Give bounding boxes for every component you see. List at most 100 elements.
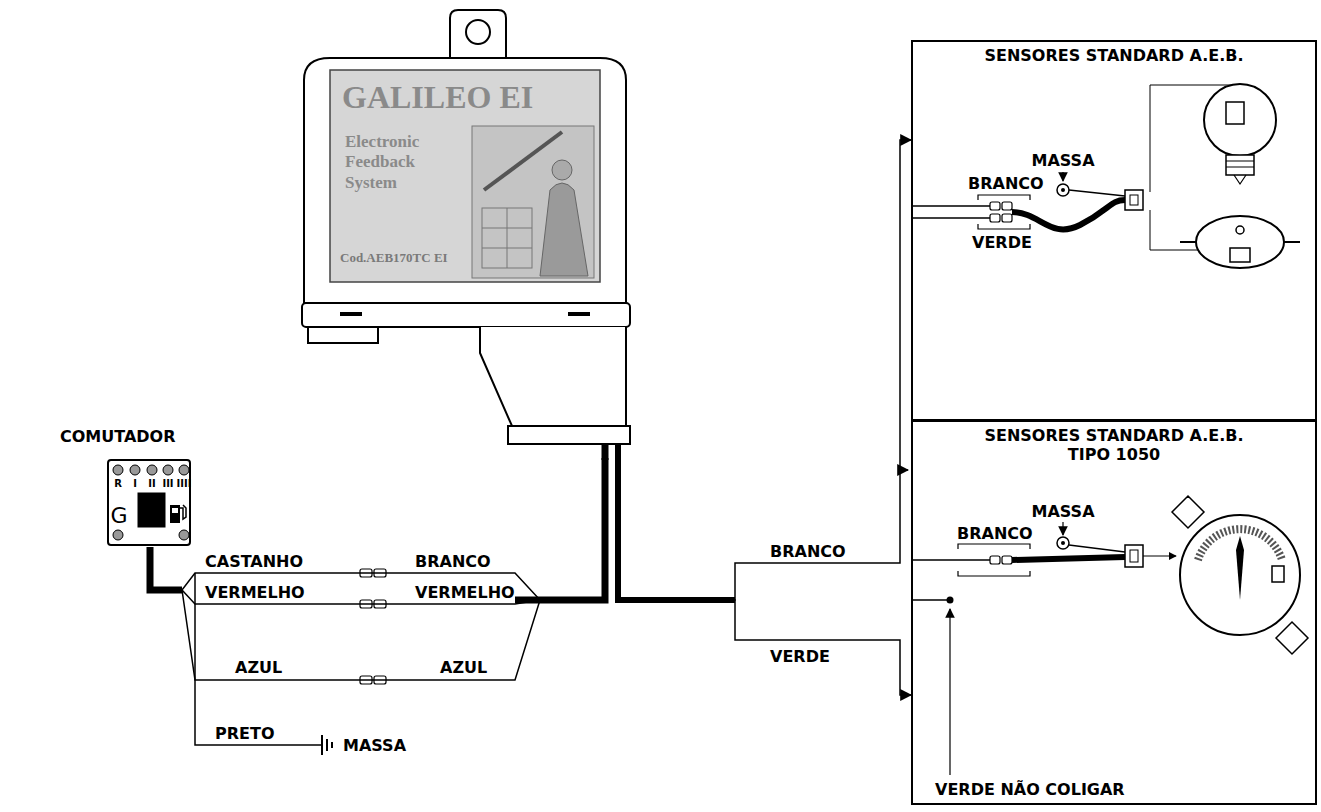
wire-color: VERMELHO bbox=[205, 584, 305, 602]
sensor-wire bbox=[912, 599, 947, 601]
wire-connector bbox=[990, 556, 1000, 564]
ground-label: MASSA bbox=[1031, 503, 1094, 521]
wire bbox=[618, 140, 911, 600]
wire-connector bbox=[990, 214, 1000, 222]
wire-color: VERDE bbox=[972, 234, 1032, 252]
leader-line bbox=[1062, 522, 1063, 535]
sensor-art bbox=[912, 84, 1300, 268]
wire bbox=[618, 460, 911, 695]
led bbox=[147, 465, 157, 475]
leader-line bbox=[949, 609, 950, 775]
arrow-line bbox=[900, 469, 908, 471]
wire-color: BRANCO bbox=[770, 543, 846, 561]
galileo-picture bbox=[482, 208, 532, 268]
sensor-panel: SENSORES STANDARD A.E.B. TIPO 1050 bbox=[911, 420, 1317, 805]
wire-color: PRETO bbox=[215, 725, 275, 743]
panel-title: SENSORES STANDARD A.E.B. bbox=[944, 46, 1284, 65]
sensor-wire bbox=[912, 559, 990, 561]
ground-ring bbox=[1061, 188, 1065, 192]
ecu-cable bbox=[615, 444, 621, 460]
galileo-picture bbox=[552, 160, 572, 180]
sensor-plug bbox=[1125, 190, 1143, 210]
ecu-slot bbox=[568, 312, 590, 316]
wire-end bbox=[947, 597, 954, 604]
ecu-unit: GALILEO EI Electronic Feedback SystemCod.… bbox=[300, 8, 632, 460]
level-gauge bbox=[1226, 102, 1244, 124]
galileo-picture bbox=[482, 208, 532, 268]
sensor-wire bbox=[912, 206, 990, 218]
ecu-slot bbox=[340, 312, 362, 316]
wire-connector bbox=[1002, 556, 1012, 564]
led bbox=[163, 465, 173, 475]
wire-connector bbox=[990, 202, 1012, 222]
dial-needle bbox=[1236, 536, 1244, 600]
galileo-picture bbox=[472, 126, 594, 278]
wire-connector bbox=[1002, 214, 1012, 222]
mount-tab bbox=[450, 10, 506, 62]
gauge-base bbox=[1226, 155, 1254, 175]
led bbox=[179, 465, 189, 475]
wire-color: AZUL bbox=[440, 659, 487, 677]
wire-color: BRANCO bbox=[415, 553, 491, 571]
wire-connector bbox=[360, 569, 386, 684]
ground-ring bbox=[1057, 184, 1069, 196]
led bbox=[179, 530, 189, 540]
dial-gauge bbox=[1180, 515, 1300, 635]
gas-mark: G bbox=[110, 504, 127, 528]
ecu-funnel bbox=[480, 327, 626, 426]
cable-bundle bbox=[150, 547, 182, 590]
ecu-tab bbox=[308, 327, 378, 343]
switch-unit: COMUTADOR bbox=[60, 425, 195, 547]
node-heading: COMUTADOR bbox=[60, 427, 176, 446]
galileo-picture bbox=[484, 132, 562, 190]
led-label: I bbox=[133, 478, 137, 489]
led bbox=[130, 465, 140, 475]
led-label: III bbox=[162, 478, 173, 489]
wire-color: BRANCO bbox=[968, 175, 1044, 193]
sensor-art bbox=[912, 496, 1308, 775]
wire-color: VERMELHO bbox=[415, 584, 515, 602]
sensor-plug bbox=[1130, 195, 1138, 205]
ecu-cable bbox=[618, 458, 735, 600]
ecu-collar bbox=[508, 426, 630, 444]
ground-wire bbox=[1069, 190, 1125, 196]
panel-title: SENSORES STANDARD A.E.B. TIPO 1050 bbox=[964, 426, 1264, 464]
wire bbox=[150, 460, 605, 604]
product-line: Electronic Feedback System bbox=[345, 132, 465, 193]
switch-body bbox=[108, 460, 190, 545]
ecu-unit-outline bbox=[300, 8, 632, 460]
wire-connector bbox=[1002, 202, 1012, 210]
dial-window bbox=[1272, 566, 1284, 582]
ecu-cable bbox=[515, 458, 605, 600]
led-label: IIII bbox=[177, 478, 192, 489]
round-sensor bbox=[1180, 241, 1300, 243]
wire bbox=[150, 460, 605, 600]
brand-name: GALILEO EI bbox=[342, 78, 533, 116]
wire bbox=[150, 460, 605, 680]
led bbox=[113, 465, 123, 475]
round-sensor bbox=[1196, 216, 1284, 268]
wire-color: CASTANHO bbox=[205, 553, 303, 571]
fuel-icon bbox=[180, 505, 186, 519]
fuel-icon bbox=[172, 508, 178, 513]
sensor-cable bbox=[1012, 557, 1125, 560]
ground-label: MASSA bbox=[1031, 152, 1094, 170]
wire-color: VERDE bbox=[770, 648, 830, 666]
ground-symbol bbox=[322, 735, 332, 755]
wire-connector bbox=[990, 202, 1000, 210]
led-label: R bbox=[114, 478, 122, 489]
wire-color: BRANCO bbox=[957, 525, 1033, 543]
sensor-cable bbox=[1012, 200, 1125, 229]
gauge-base bbox=[1226, 161, 1254, 184]
product-code: Cod.AEB170TC EI bbox=[340, 250, 448, 266]
ground-ring bbox=[1061, 541, 1065, 545]
sensor-panel: SENSORES STANDARD A.E.B. bbox=[911, 40, 1317, 421]
leader-line bbox=[1062, 172, 1063, 181]
leader-line bbox=[1143, 556, 1176, 557]
ground-ring bbox=[1057, 537, 1069, 549]
led-label: II bbox=[148, 478, 155, 489]
wire-color: AZUL bbox=[235, 659, 282, 677]
ecu-flange bbox=[302, 303, 630, 327]
